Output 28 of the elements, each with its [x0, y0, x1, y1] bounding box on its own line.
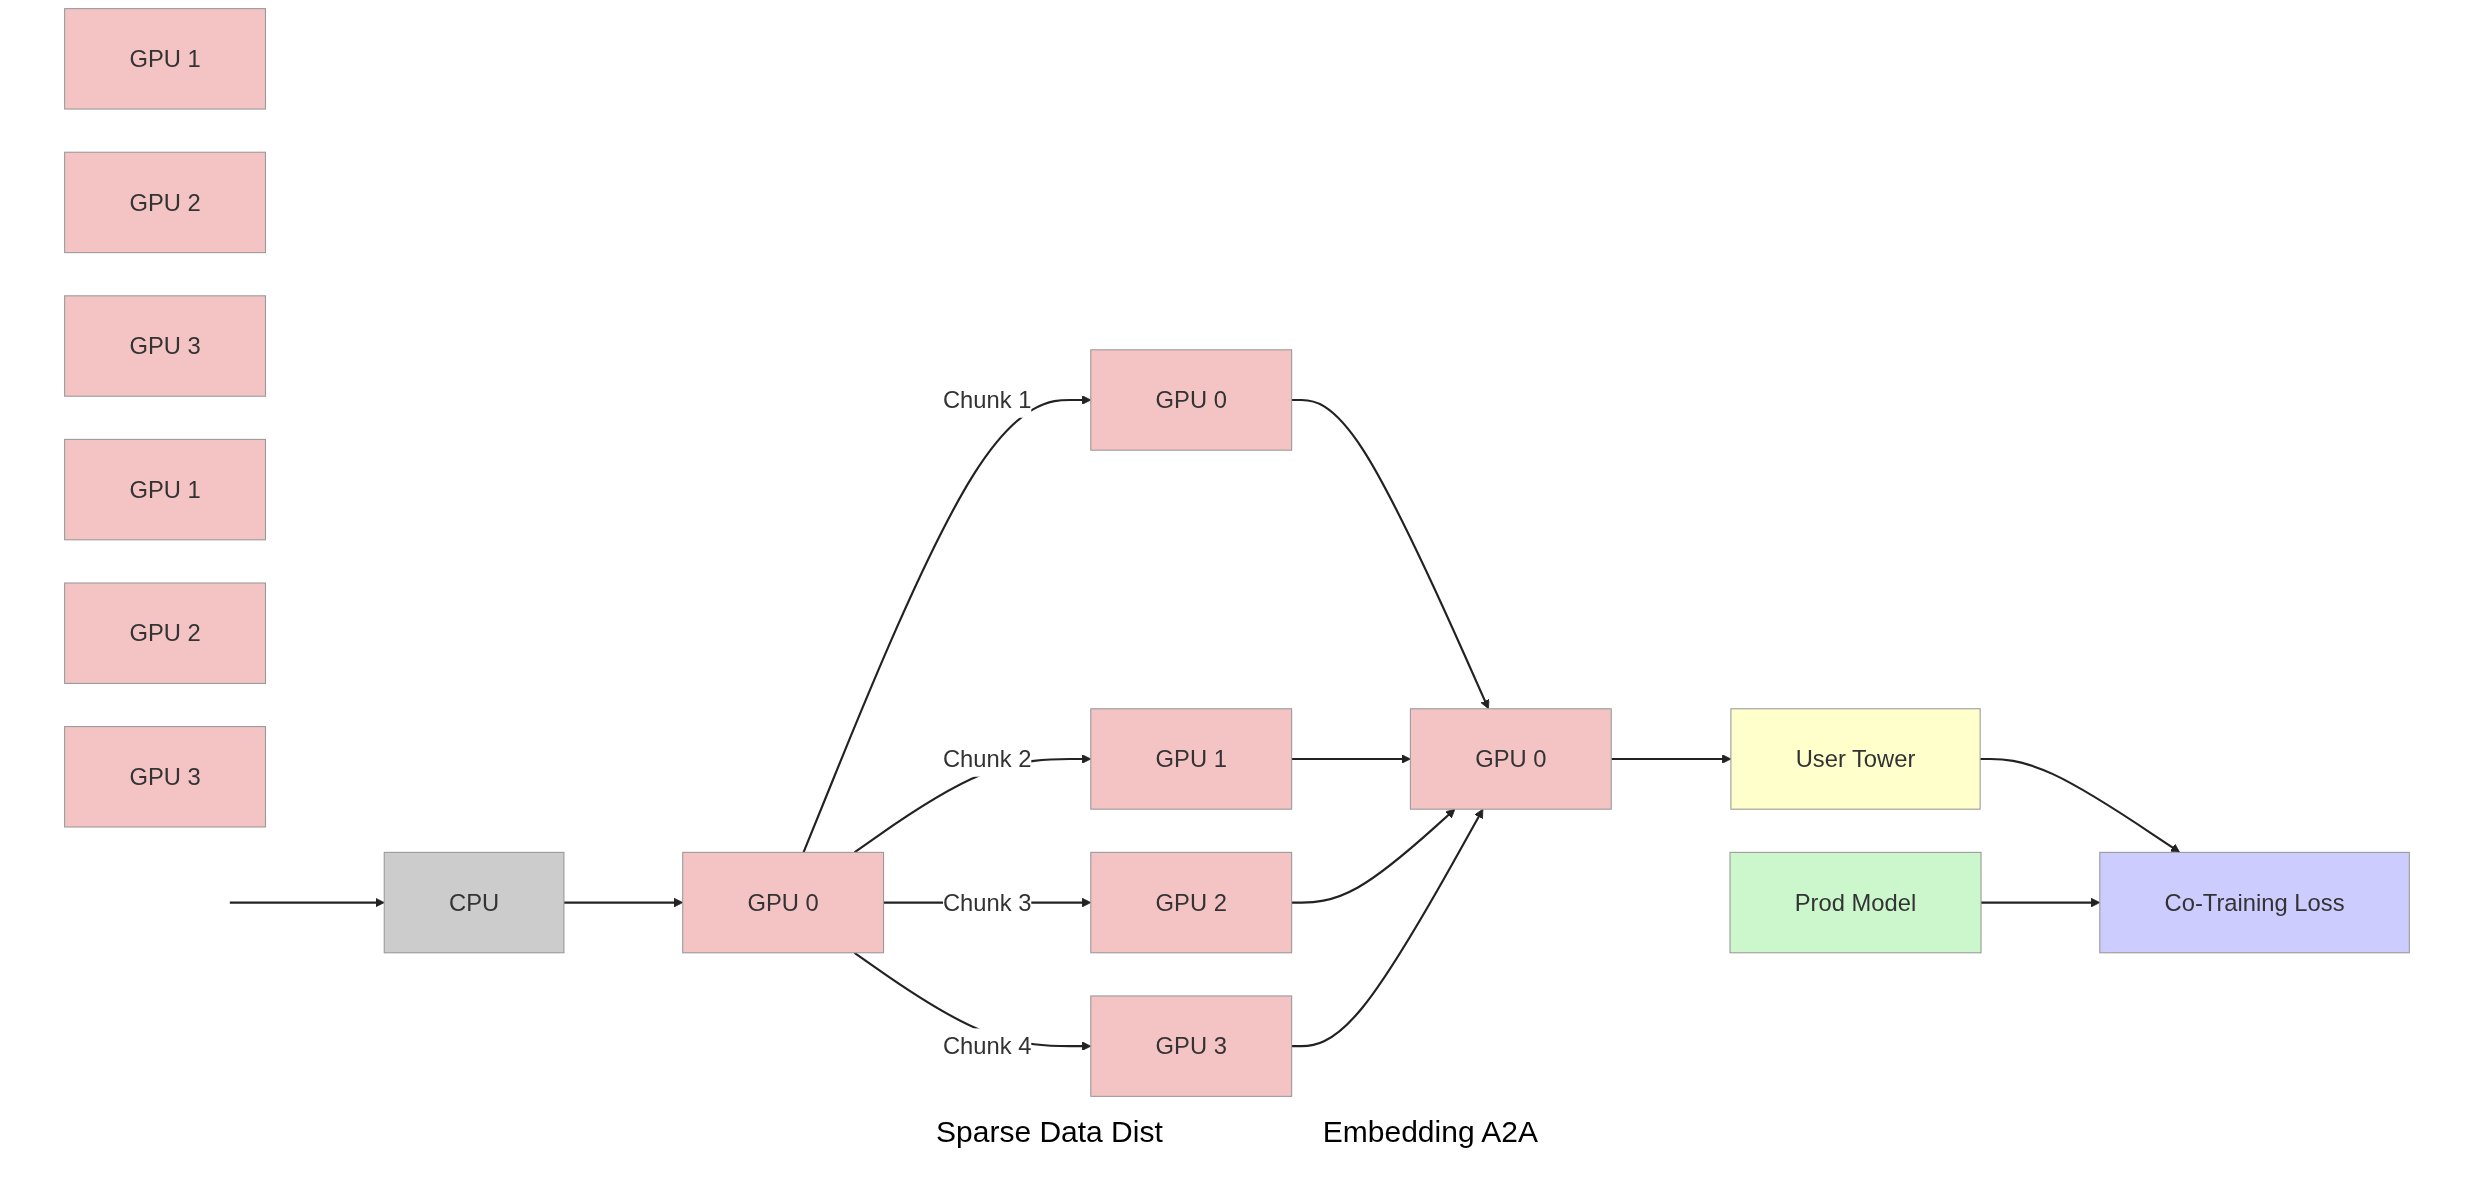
edge-label: Chunk 4 [942, 1032, 1032, 1060]
node-box: GPU 1 [64, 438, 267, 541]
node-box: GPU 0 [682, 851, 885, 954]
node-box: GPU 3 [1090, 995, 1293, 1097]
arrow [1980, 757, 2181, 853]
node-box: Co-Training Loss [2099, 851, 2410, 954]
arrow [229, 897, 385, 908]
node-box: GPU 3 [64, 295, 267, 397]
node-box: GPU 2 [64, 151, 267, 254]
arrow [1291, 398, 1490, 710]
node-box: CPU [383, 851, 565, 954]
edge-label: Chunk 3 [942, 889, 1032, 917]
arrow [1291, 808, 1484, 1048]
node-box: GPU 2 [64, 582, 267, 684]
node-box: GPU 3 [64, 726, 267, 828]
stage-label: Sparse Data Dist [936, 1115, 1163, 1149]
node-box: GPU 0 [1409, 708, 1612, 810]
stage-label: Embedding A2A [1322, 1115, 1538, 1149]
node-box: User Tower [1730, 708, 1981, 810]
node-box: GPU 1 [1090, 708, 1293, 810]
node-box: GPU 0 [1090, 349, 1293, 451]
edge-label: Chunk 2 [942, 745, 1032, 773]
arrow [1291, 754, 1411, 764]
arrow [1291, 808, 1456, 904]
node-box: GPU 1 [64, 8, 267, 110]
node-box: GPU 2 [1090, 851, 1293, 954]
node-box: Prod Model [1729, 851, 1982, 954]
edge-label: Chunk 1 [942, 386, 1032, 414]
